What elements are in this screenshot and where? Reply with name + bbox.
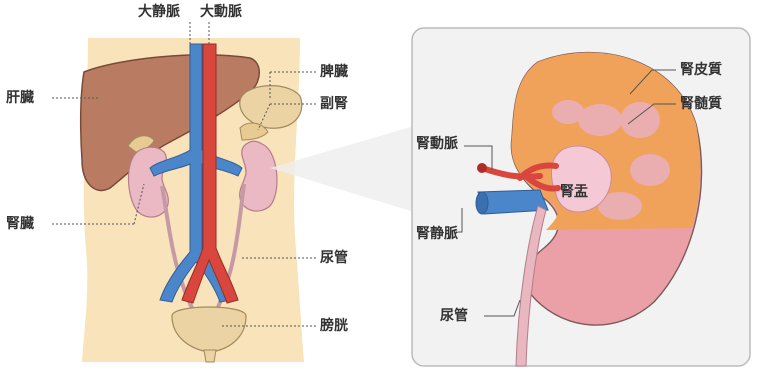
label-adrenal: 副腎 [320, 96, 348, 112]
label-renal-medulla: 腎髄質 [680, 96, 722, 112]
label-spleen: 脾臓 [320, 64, 348, 80]
kidney-right [129, 147, 169, 217]
renal-vein-end [476, 192, 488, 214]
label-bladder: 膀胱 [320, 318, 348, 334]
label-renal-vein: 腎静脈 [416, 226, 458, 242]
label-aorta: 大動脈 [200, 4, 242, 20]
label-renal-cortex: 腎皮質 [680, 62, 722, 78]
label-renal-pelvis: 腎盂 [560, 184, 588, 200]
label-liver: 肝臓 [6, 90, 34, 106]
label-ureter-right: 尿管 [440, 308, 468, 324]
label-renal-artery: 腎動脈 [416, 136, 458, 152]
urethra [204, 350, 216, 362]
label-vena-cava: 大静脈 [138, 4, 180, 20]
label-kidney: 腎臓 [6, 216, 34, 232]
label-ureter-left: 尿管 [320, 250, 348, 266]
renal-artery-end [477, 163, 487, 173]
